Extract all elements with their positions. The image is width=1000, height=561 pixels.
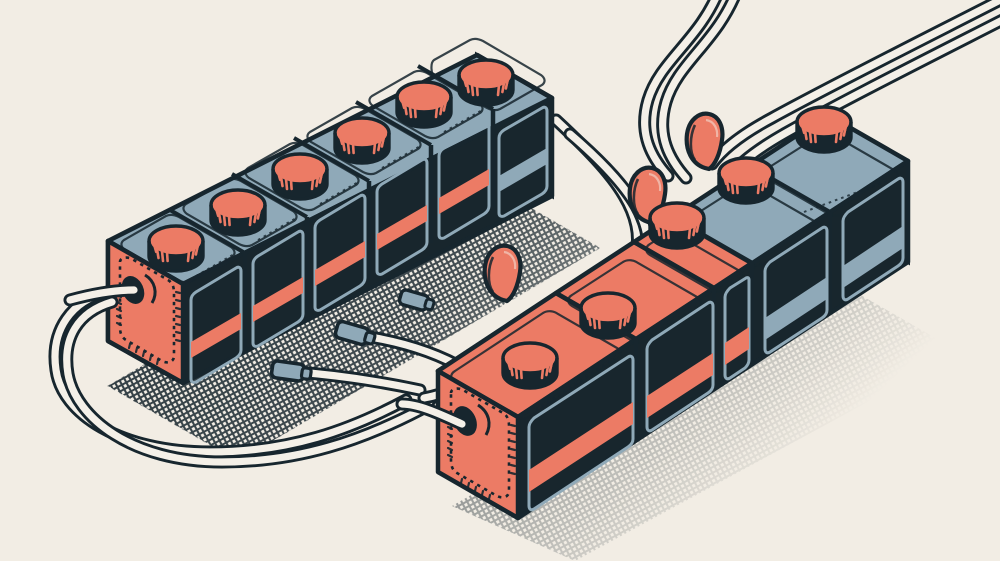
left-cell-1-panel: [189, 265, 243, 384]
barrel-connector-1: [333, 319, 377, 347]
left-pack-top-stitching: [195, 108, 485, 277]
right-cell-2-panel: [645, 300, 715, 433]
right-cell-4-panel: [763, 225, 829, 355]
left-cell-5-panel: [437, 121, 491, 240]
red-terminal-boot: [687, 114, 723, 169]
terminal-cap: [209, 188, 267, 237]
left-cell-4-panel: [375, 157, 429, 276]
barrel-connector-2: [269, 359, 313, 383]
terminal-cap: [717, 156, 775, 205]
terminal-cap: [579, 291, 637, 340]
terminal-cap: [457, 58, 515, 107]
cable-upper-left-s: [638, 0, 741, 185]
left-pack-end-cap: [105, 238, 186, 386]
terminal-cap: [795, 105, 853, 154]
ground-shadow-right: [452, 282, 960, 561]
right-battery-pack: [435, 105, 911, 521]
left-cell-6-panel: [497, 105, 549, 218]
terminal-cap: [395, 80, 453, 129]
right-cell-3-panel: [723, 276, 751, 381]
left-pack-top-panels: [120, 37, 546, 284]
terminal-cap: [501, 341, 559, 390]
left-pack-top-divisions: [169, 64, 494, 255]
cable-bottom-loop-b: [60, 295, 427, 469]
terminal-cap: [271, 152, 329, 201]
left-cell-2-panel: [251, 229, 305, 348]
right-cell-5-panel: [841, 176, 905, 302]
left-cell-3-panel: [313, 193, 367, 312]
right-pack-front-panels: [527, 176, 905, 512]
left-battery-pack: [105, 37, 555, 386]
terminal-cap: [147, 224, 205, 273]
cable-into-left-port: [63, 283, 141, 307]
cable-group-foreground: [395, 397, 469, 431]
barrel-connector-3: [397, 288, 436, 312]
terminal-cap: [648, 201, 706, 250]
right-pack-top-stitching: [535, 179, 891, 411]
terminal-cap: [333, 116, 391, 165]
right-cell-1-panel: [527, 354, 635, 512]
left-pack-front-divisions: [242, 109, 496, 351]
red-terminal-boot: [485, 246, 521, 301]
cable-into-right-port: [395, 397, 469, 431]
left-pack-front-panels: [189, 105, 549, 384]
